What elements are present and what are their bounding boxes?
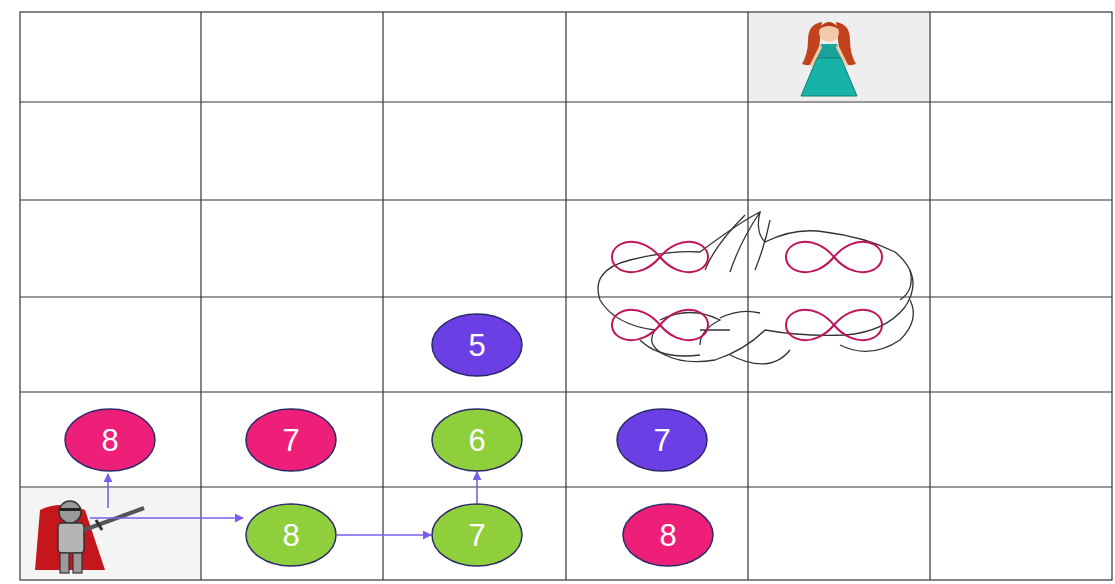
cost-circle: 6 [431, 408, 523, 472]
infinity-symbols [612, 242, 882, 340]
grid [20, 12, 1112, 580]
cost-number: 7 [616, 425, 708, 456]
cost-circle: 7 [431, 503, 523, 567]
knight-arrows [90, 474, 243, 518]
cost-circle: 8 [622, 503, 714, 567]
cost-number: 7 [245, 425, 337, 456]
cost-number: 8 [64, 425, 156, 456]
princess-cell [749, 13, 929, 101]
cost-circle: 8 [64, 408, 156, 472]
cost-number: 7 [431, 520, 523, 551]
princess-figure [801, 22, 857, 96]
cost-number: 5 [431, 330, 523, 361]
path-arrow [476, 472, 478, 503]
cost-number: 8 [245, 520, 337, 551]
cost-circle: 7 [245, 408, 337, 472]
cost-number: 8 [622, 520, 714, 551]
cost-circle: 5 [431, 313, 523, 377]
cost-number: 6 [431, 425, 523, 456]
knight-cell [21, 488, 200, 579]
cost-circle: 8 [245, 503, 337, 567]
knight-figure [35, 501, 144, 573]
path-arrow [337, 534, 431, 536]
dragon-sketch [598, 212, 913, 364]
cost-circle: 7 [616, 408, 708, 472]
